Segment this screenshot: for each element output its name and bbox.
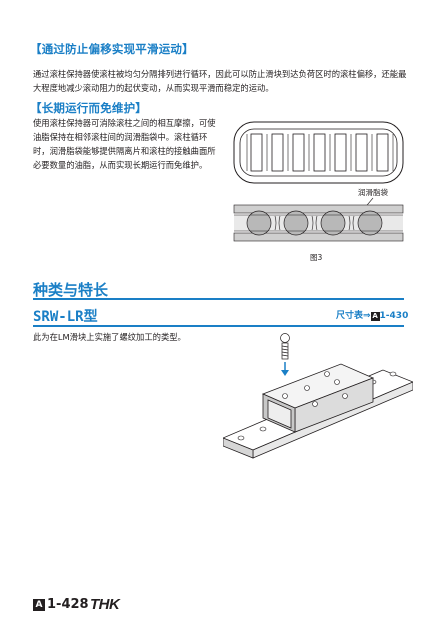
page-number: A 1-428 xyxy=(33,597,89,612)
thk-logo: THK xyxy=(90,596,120,613)
types-section-title: 种类与特长 xyxy=(33,281,109,299)
types-section-divider xyxy=(33,298,404,300)
dimension-table-page: 1-430 xyxy=(379,311,409,321)
section-title-smooth-motion: 【通过防止偏移实现平滑运动】 xyxy=(30,42,194,56)
dimension-table-label: 尺寸表⇒ xyxy=(336,311,371,321)
section-title-maintenance-free: 【长期运行而免维护】 xyxy=(30,101,147,115)
grease-pocket-illustration xyxy=(233,197,404,242)
model-divider xyxy=(33,325,404,327)
figure-caption: 图3 xyxy=(310,253,323,262)
page-number-text: 1-428 xyxy=(47,597,89,612)
grease-pocket-label: 润滑脂袋 xyxy=(358,188,388,197)
section-text-smooth-motion: 通过滚柱保持器使滚柱被均匀分隔排列进行循环，因此可以防止滑块到达负荷区时的滚柱偏… xyxy=(33,69,407,93)
section-text-maintenance-free: 使用滚柱保持器可消除滚柱之间的相互摩擦，可使油脂保持在相邻滚柱间的润滑脂袋中。滚… xyxy=(33,118,216,170)
section-a-icon: A xyxy=(370,312,380,321)
srw-lr-product-illustration xyxy=(223,333,413,459)
model-title: SRW-LR型 xyxy=(33,309,98,325)
model-description: 此为在LM滑块上实施了螺纹加工的类型。 xyxy=(33,332,186,342)
section-a-icon: A xyxy=(33,598,45,611)
roller-cage-illustration xyxy=(233,121,404,184)
